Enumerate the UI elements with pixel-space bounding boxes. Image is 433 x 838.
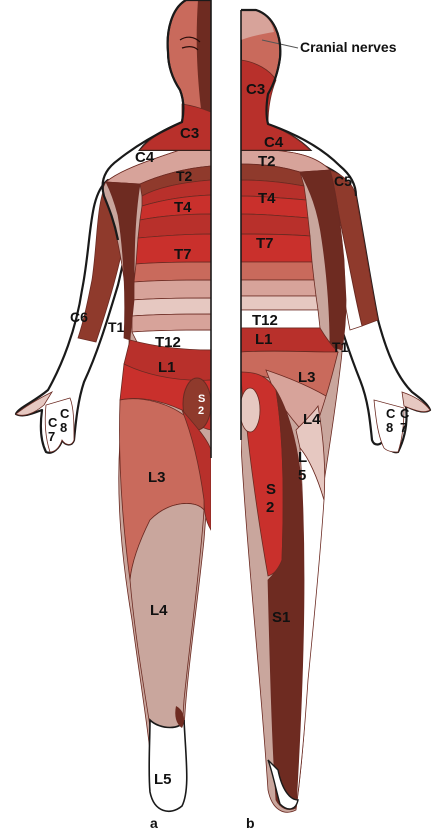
- right-label-t2: T2: [258, 153, 276, 170]
- right-t5-band: [241, 214, 310, 236]
- left-t10-band: [132, 298, 211, 316]
- right-s-small-oval: [240, 388, 260, 432]
- right-label-t12: T12: [252, 312, 278, 329]
- left-label-c6: C6: [70, 309, 88, 325]
- left-label-t1: T1: [108, 319, 125, 335]
- left-label-c4: C4: [135, 149, 155, 166]
- right-t10-band: [241, 296, 318, 310]
- left-body-half: [16, 0, 211, 811]
- left-label-c7-bottom: 7: [48, 429, 55, 444]
- left-t11-band: [132, 314, 211, 332]
- right-t7-band: [241, 234, 312, 262]
- center-gap: [211, 0, 241, 838]
- right-label-c4: C4: [264, 134, 284, 151]
- right-t9-band: [241, 280, 316, 296]
- right-label-l1: L1: [255, 331, 273, 348]
- left-label-c3: C3: [180, 125, 199, 142]
- right-t8-band: [241, 262, 314, 280]
- caption-b: b: [246, 815, 255, 831]
- left-c3-neck: [140, 104, 211, 150]
- right-label-l5-top: L: [298, 449, 307, 466]
- left-label-l1: L1: [158, 359, 176, 376]
- left-label-l5: L5: [154, 771, 172, 788]
- right-label-t1: T1: [332, 339, 349, 355]
- right-label-t4: T4: [258, 190, 276, 207]
- left-t8-band: [134, 262, 211, 282]
- left-label-t2: T2: [176, 168, 193, 184]
- left-label-s2-top: S: [198, 393, 205, 405]
- left-l5-foot: [149, 720, 187, 811]
- caption-a: a: [150, 815, 158, 831]
- left-label-s2-bottom: 2: [198, 405, 204, 417]
- left-label-t7: T7: [174, 246, 192, 263]
- right-label-c7-top: C: [400, 406, 410, 421]
- left-label-c7-top: C: [48, 415, 58, 430]
- left-label-c8-bottom: 8: [60, 420, 67, 435]
- left-label-t12: T12: [155, 334, 181, 351]
- left-label-l3: L3: [148, 469, 166, 486]
- right-label-c8-top: C: [386, 406, 396, 421]
- right-label-s2-bottom: 2: [266, 499, 274, 516]
- right-label-l3: L3: [298, 369, 316, 386]
- left-label-l4: L4: [150, 602, 168, 619]
- right-label-c3: C3: [246, 81, 265, 98]
- right-label-s2-top: S: [266, 481, 276, 498]
- right-label-c7-bottom: 7: [400, 420, 407, 435]
- cranial-nerves-label: Cranial nerves: [300, 39, 397, 55]
- right-label-l5-bottom: 5: [298, 467, 306, 484]
- right-label-c5: C5: [334, 173, 352, 189]
- left-label-t4: T4: [174, 199, 192, 216]
- right-label-l4: L4: [303, 411, 321, 428]
- left-label-c8-top: C: [60, 406, 70, 421]
- left-t9-band: [132, 280, 211, 300]
- right-label-t7: T7: [256, 235, 274, 252]
- right-label-c8-bottom: 8: [386, 420, 393, 435]
- right-label-s1: S1: [272, 609, 290, 626]
